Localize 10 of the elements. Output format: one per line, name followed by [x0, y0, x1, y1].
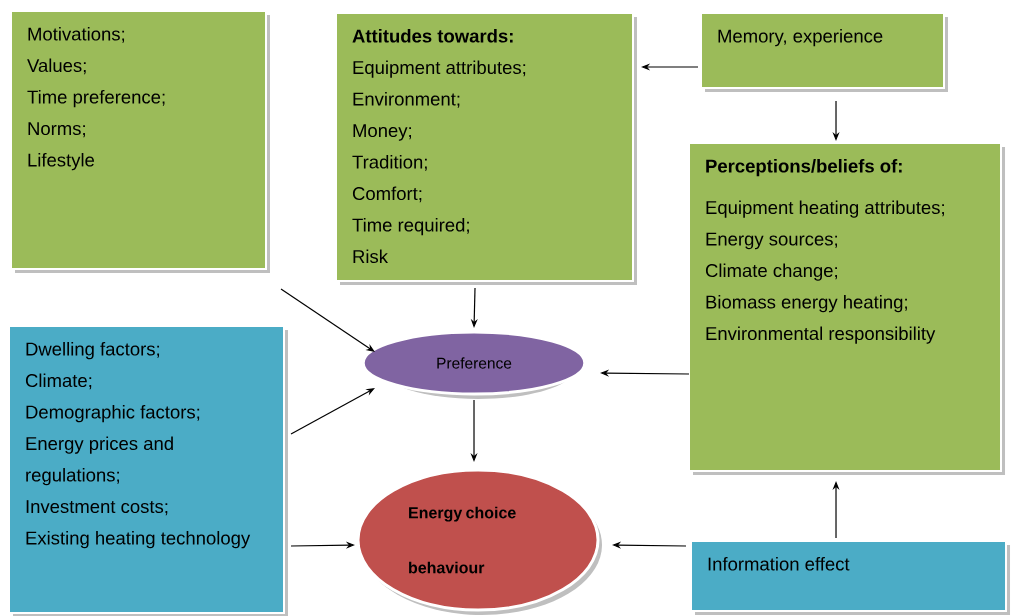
ellipse-node: Energy choice behaviour — [356, 468, 602, 615]
text-box: Information effect — [690, 540, 1010, 615]
text-box: Perceptions/beliefs of: Equipment heating attributes; Energy sources; Climate change; Biomass energy heating; Environmental responsibility — [688, 142, 1005, 475]
ellipse-node: Preference — [361, 330, 587, 399]
arrow — [280, 288, 375, 352]
text-box: Dwelling factors; Climate; Demographic factors; Energy prices and regulations; Investment costs; Existing heating technology — [8, 325, 288, 616]
text-box: Memory, experience — [700, 12, 948, 92]
text-box: Attitudes towards: Equipment attributes; Environment; Money; Tradition; Comfort; Time required; Risk — [335, 12, 637, 285]
text-box: Motivations; Values; Time preference; Norms; Lifestyle — [10, 10, 270, 273]
arrow — [290, 388, 375, 435]
